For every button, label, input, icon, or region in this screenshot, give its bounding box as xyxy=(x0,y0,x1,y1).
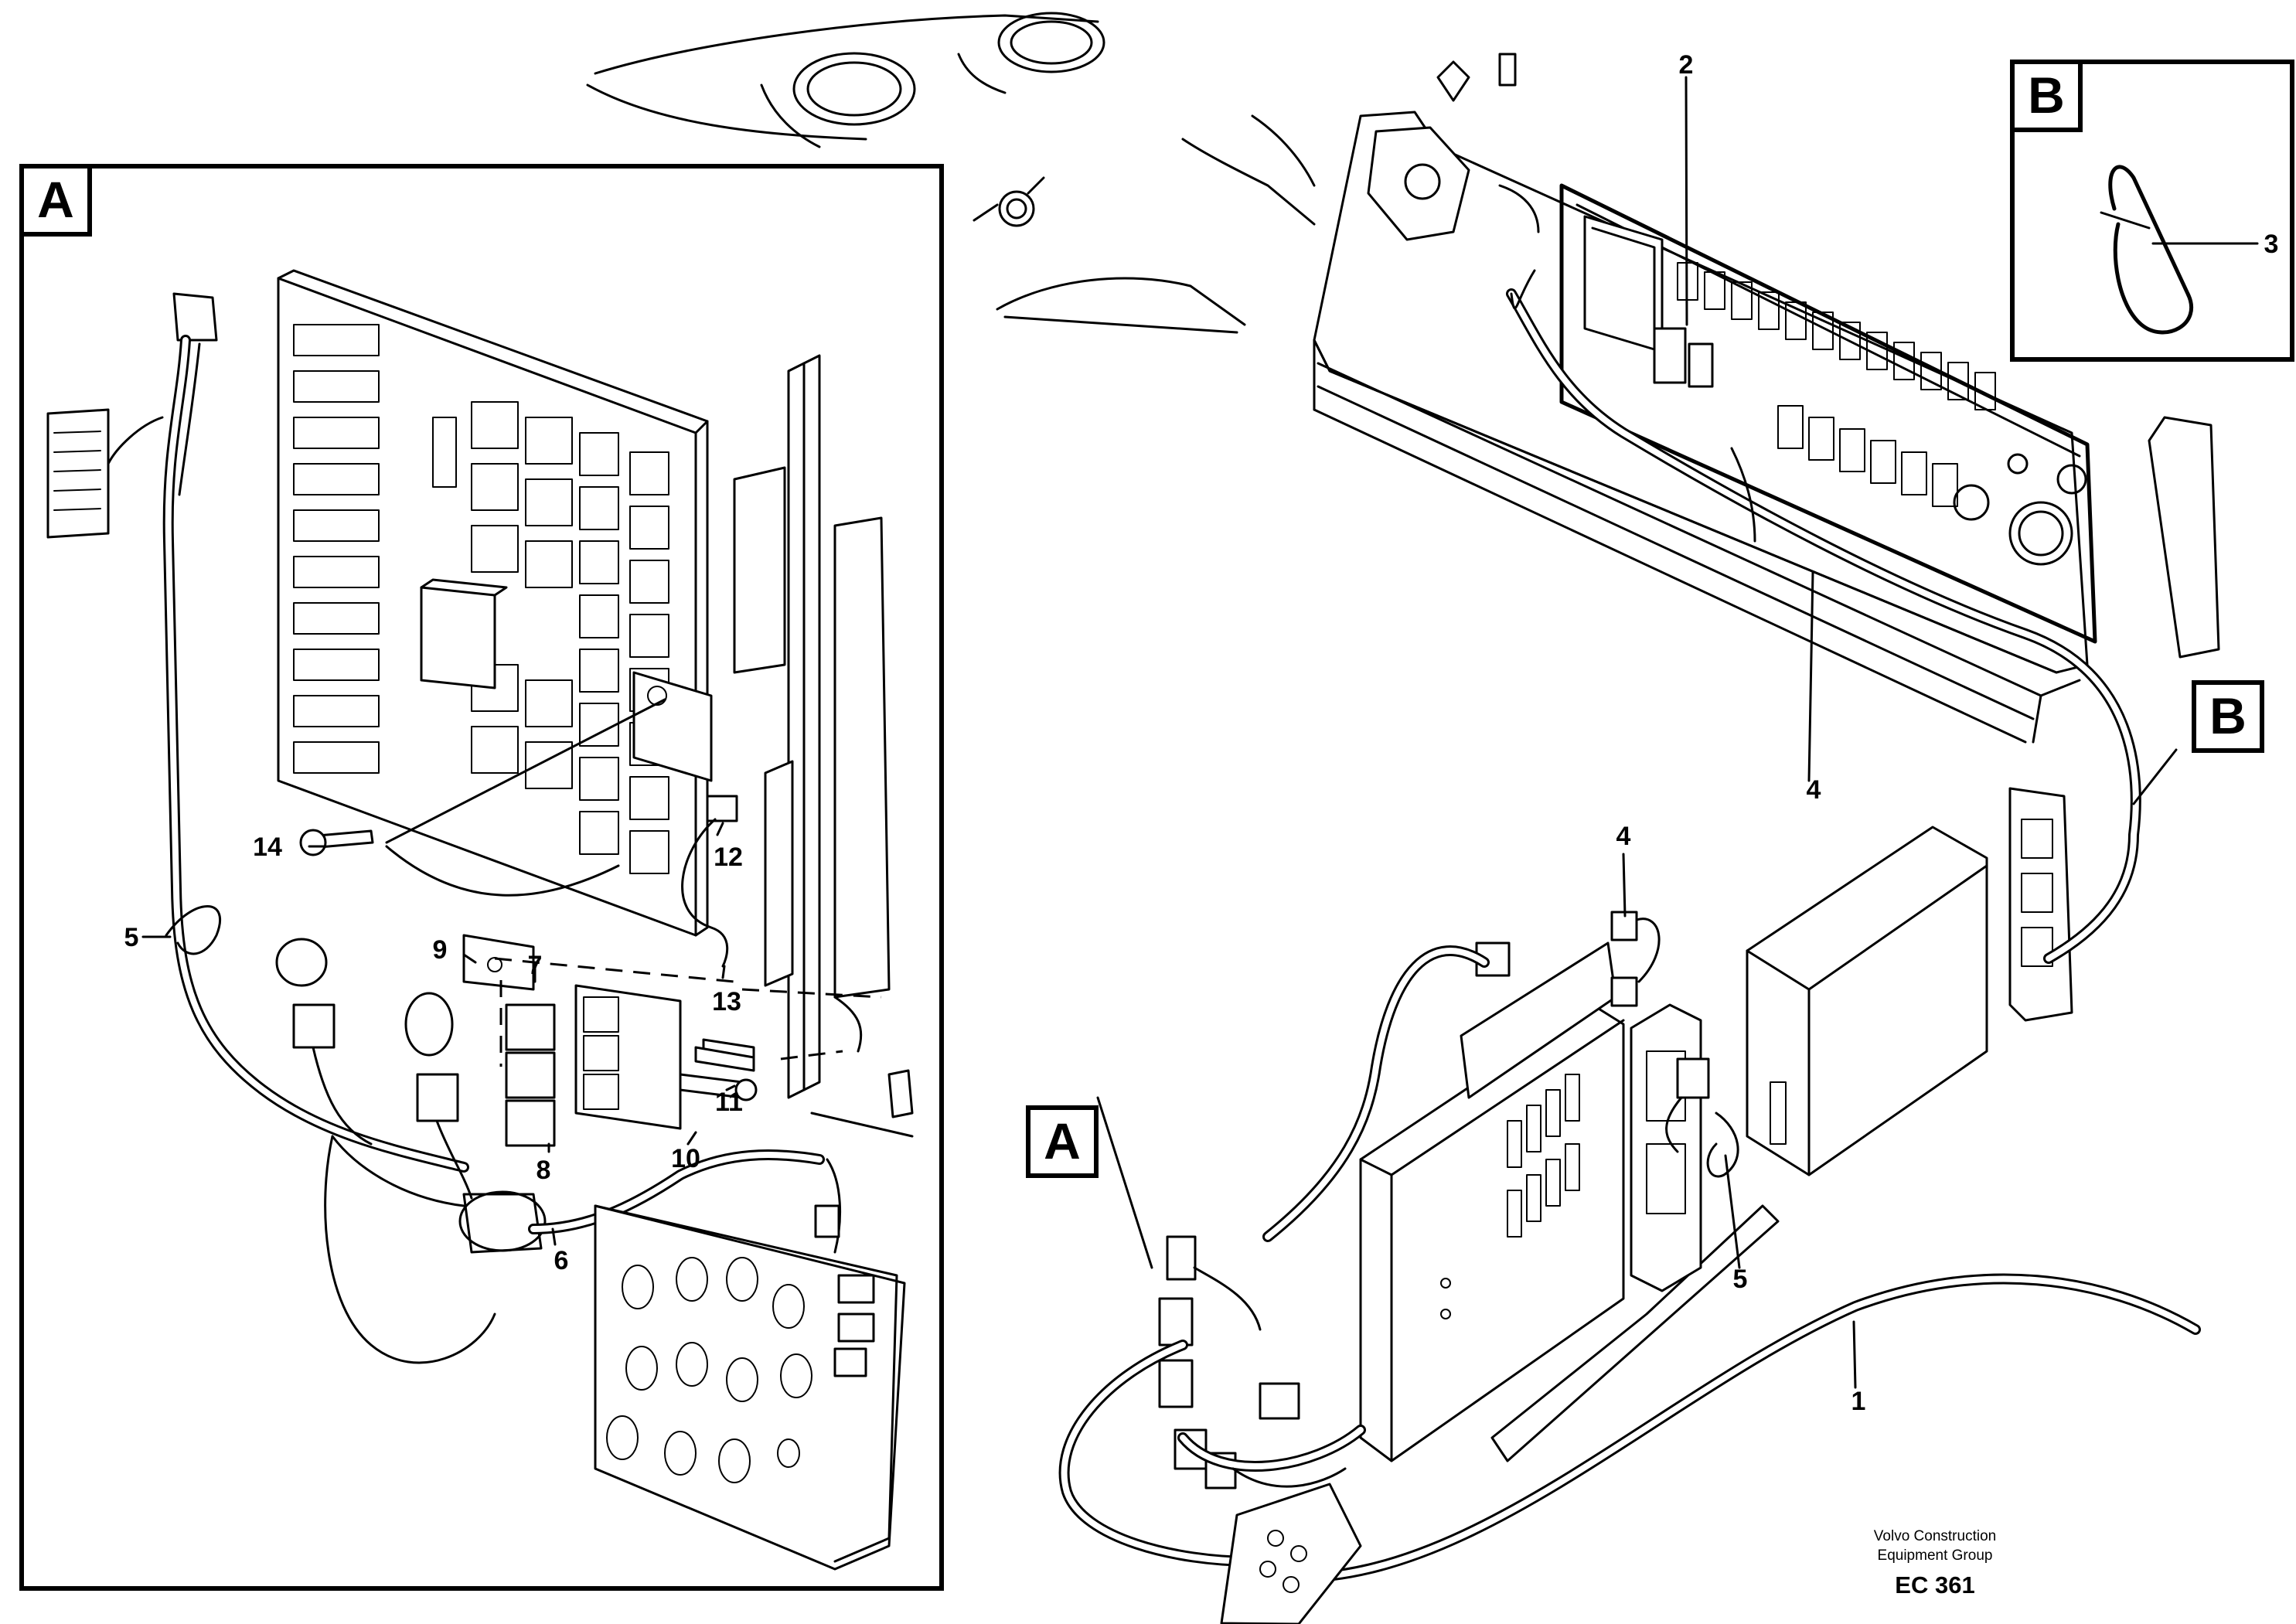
diagram-code: EC 361 xyxy=(1895,1571,1974,1598)
part-label-5-main: 5 xyxy=(1733,1265,1748,1294)
control-unit-assembly xyxy=(1058,826,2201,1624)
inset-a-letter: A xyxy=(37,171,74,228)
part-label-14: 14 xyxy=(253,832,282,862)
part-label-10: 10 xyxy=(671,1144,700,1173)
footer-credit: Volvo Construction Equipment Group EC 36… xyxy=(1874,1528,1996,1598)
part-label-2: 2 xyxy=(1679,50,1694,80)
part-label-3: 3 xyxy=(2264,230,2279,259)
part-number-labels: 2 3 4 4 5 1 5 14 9 7 8 6 12 13 11 10 xyxy=(124,50,2279,1416)
part-label-7: 7 xyxy=(528,951,543,980)
callout-b-pointer-letter: B xyxy=(2209,687,2247,744)
inset-b xyxy=(2010,60,2294,362)
callout-a-pointer-letter: A xyxy=(1044,1112,1081,1169)
part-label-4-connector: 4 xyxy=(1616,822,1631,851)
inset-a-letter-box xyxy=(19,164,92,237)
part-label-9: 9 xyxy=(433,935,448,965)
inset-b-letter-box xyxy=(2010,60,2083,132)
footer-line-2: Equipment Group xyxy=(1878,1547,1993,1564)
callout-a-pointer: A xyxy=(1026,1105,1099,1178)
cable-tie-drawing xyxy=(2108,165,2194,335)
callout-b-pointer: B xyxy=(2192,680,2264,753)
part-label-12: 12 xyxy=(714,843,743,872)
footer-line-1: Volvo Construction xyxy=(1874,1528,1996,1544)
part-label-8: 8 xyxy=(537,1156,551,1185)
part-label-11: 11 xyxy=(715,1088,743,1117)
inset-a xyxy=(19,164,944,1591)
part-label-6: 6 xyxy=(554,1246,569,1275)
cab-background xyxy=(586,12,1316,334)
dashboard-panel xyxy=(1313,53,2220,1022)
part-label-4-dashboard: 4 xyxy=(1807,775,1821,805)
part-label-1: 1 xyxy=(1851,1387,1866,1416)
leader-lines xyxy=(141,76,2259,1389)
part-label-13: 13 xyxy=(712,987,741,1016)
inset-b-letter: B xyxy=(2028,66,2065,124)
part-label-5-inset: 5 xyxy=(124,923,139,952)
